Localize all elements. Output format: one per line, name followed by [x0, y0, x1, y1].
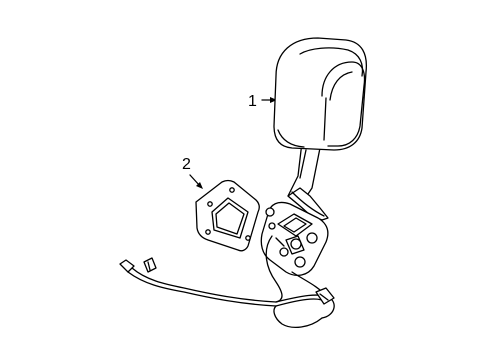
- mirror-head: [273, 37, 368, 151]
- wiring-harness: [119, 235, 335, 329]
- mirror-mounting-base: [260, 201, 329, 277]
- gasket: [195, 179, 260, 252]
- callout-1-label: 1: [248, 93, 257, 110]
- callout-2-leader: [189, 174, 203, 189]
- mirror-arm: [287, 141, 329, 221]
- mirror-assembly: [260, 37, 368, 277]
- callout-1-arrow: [261, 97, 277, 103]
- callout-2-label: 2: [182, 156, 191, 173]
- harness-connector-left: [119, 257, 157, 273]
- harness-connector-right: [315, 287, 335, 305]
